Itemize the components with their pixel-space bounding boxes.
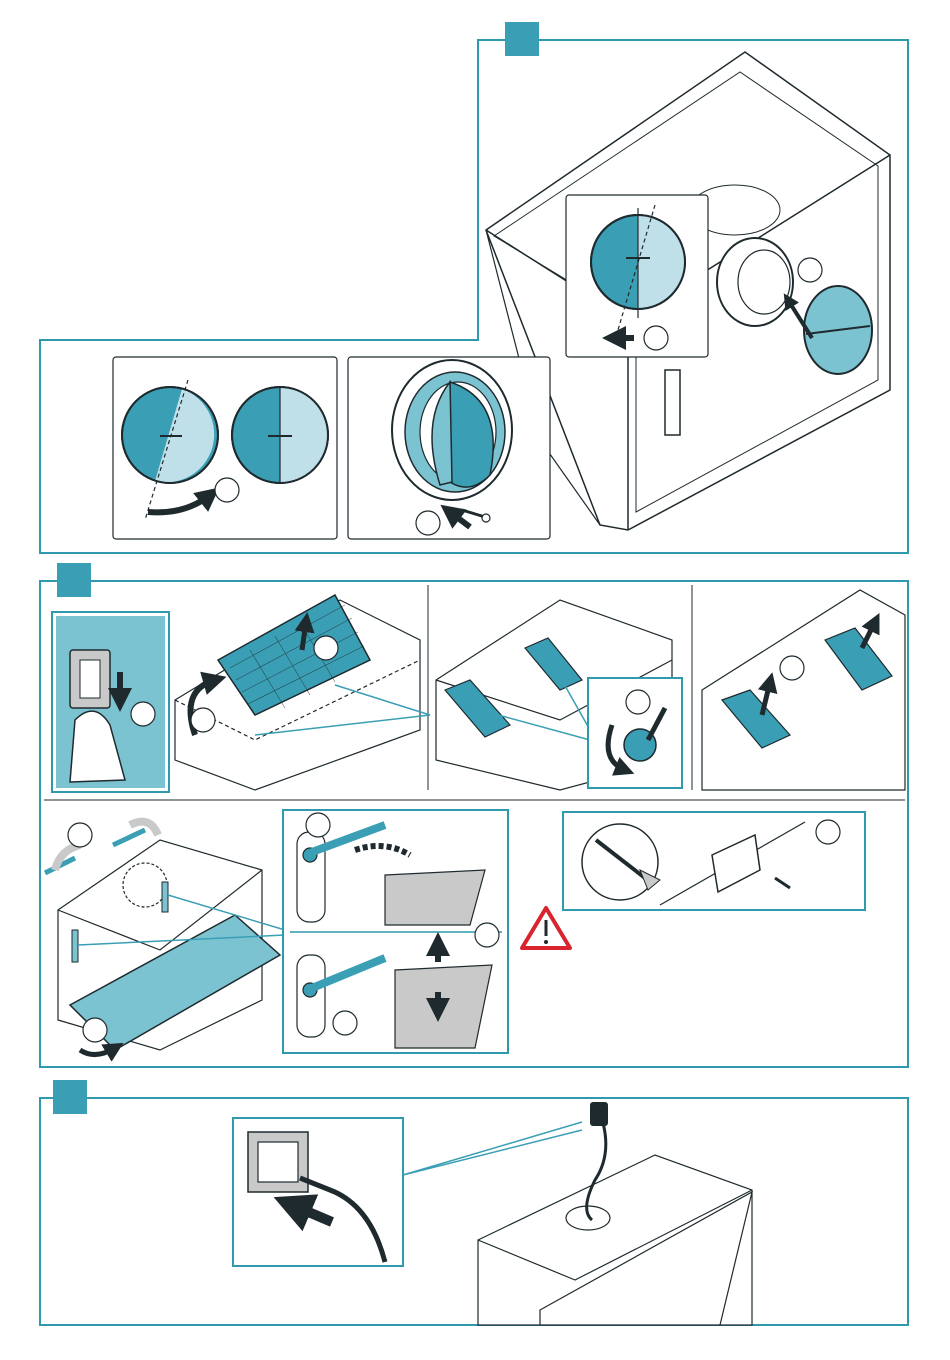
step-marker-remove (780, 656, 804, 680)
step-marker-brackets (68, 823, 92, 847)
step-marker-turn (626, 690, 650, 714)
step-marker-panel (83, 1018, 107, 1042)
section-3-badge (53, 1080, 87, 1114)
section-2-badge (57, 563, 91, 597)
section-1-badge (505, 22, 539, 56)
section-3 (40, 1080, 908, 1325)
step-marker-screw (416, 511, 440, 535)
step-marker-wall (816, 820, 840, 844)
outlet-collar (717, 238, 793, 326)
hood-remove-filters (702, 590, 905, 790)
section-2 (40, 563, 908, 1067)
disc-after (232, 387, 328, 483)
anchor-detail (582, 824, 658, 900)
section-3-frame (40, 1098, 908, 1325)
step-marker-screw-up (306, 813, 330, 837)
section-1 (40, 22, 908, 553)
step-marker-callout (644, 326, 668, 350)
warning-triangle-icon (522, 908, 570, 948)
step-marker-open (191, 708, 215, 732)
bracket-right (113, 830, 145, 845)
plug-head (590, 1102, 608, 1126)
step-marker-lift (314, 636, 338, 660)
step-marker-insert (798, 258, 822, 282)
step-marker-rotate (215, 478, 239, 502)
step-marker-press (131, 702, 155, 726)
step-marker-screw-down (333, 1011, 357, 1035)
